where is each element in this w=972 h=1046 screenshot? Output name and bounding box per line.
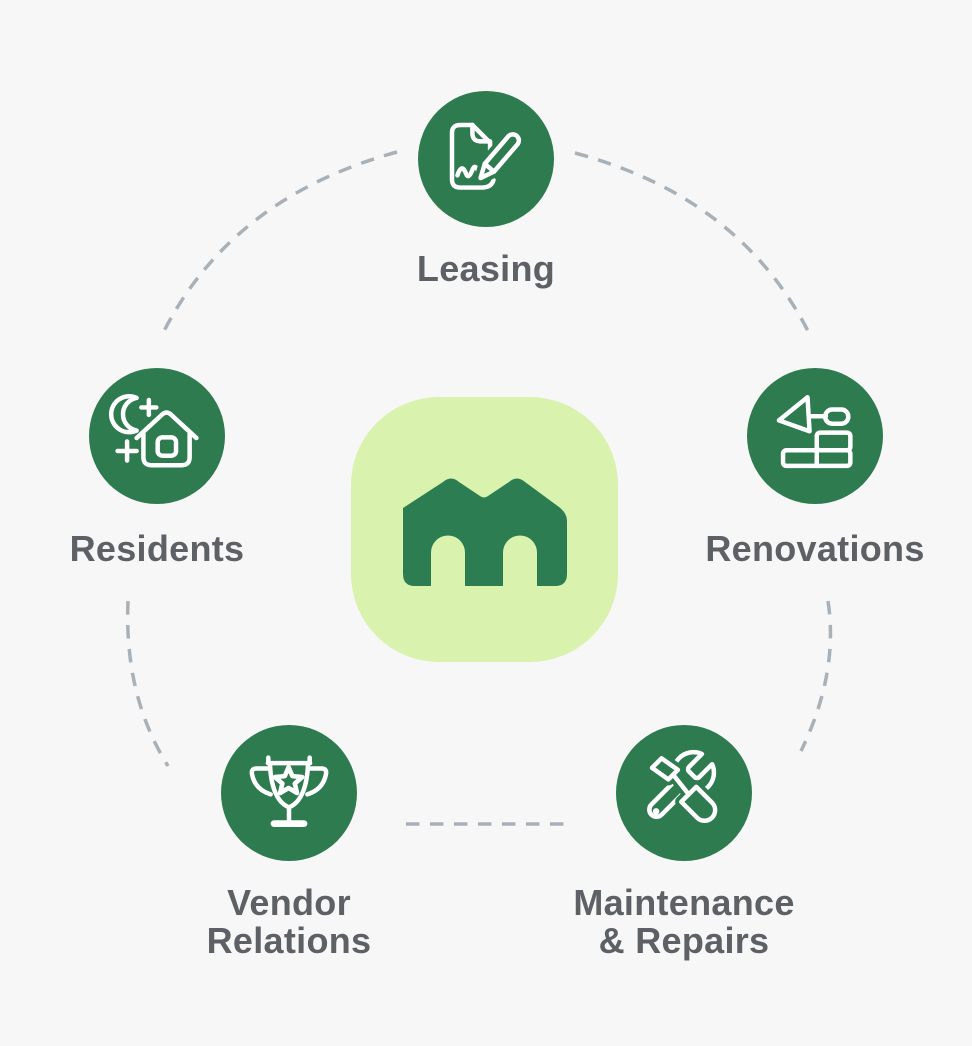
residents-label: Residents [70, 530, 245, 568]
vendor-relations-label-line1: Vendor [227, 882, 351, 923]
trophy-star-icon [249, 755, 329, 827]
renovations-label-line1: Renovations [705, 528, 925, 569]
connector-residents-vendor [125, 600, 170, 767]
node-maintenance-repairs [616, 725, 752, 861]
node-renovations [747, 368, 883, 504]
house-moon-icon [109, 394, 199, 468]
node-leasing [418, 91, 554, 227]
node-residents [89, 368, 225, 504]
center-brand-tile [351, 397, 618, 662]
residents-label-line1: Residents [69, 528, 245, 569]
maintenance-repairs-label-line1: Maintenance [573, 882, 795, 923]
connector-renovations-maintenance [799, 600, 833, 752]
m-houses-logo [402, 478, 567, 586]
connector-leasing-renovations [574, 151, 810, 332]
leasing-label-line1: Leasing [416, 248, 556, 289]
connector-leasing-residents [162, 150, 398, 332]
vendor-relations-label: Vendor Relations [207, 884, 372, 960]
maintenance-repairs-label-line2: & Repairs [598, 920, 770, 961]
contract-signing-icon [449, 122, 525, 190]
screwdriver-wrench-icon [645, 749, 722, 827]
node-vendor-relations [221, 725, 357, 861]
maintenance-repairs-label: Maintenance & Repairs [573, 884, 794, 960]
leasing-label: Leasing [417, 250, 555, 288]
vendor-relations-label-line2: Relations [206, 920, 372, 961]
trowel-bricks-icon [776, 394, 853, 469]
renovations-label: Renovations [705, 530, 924, 568]
